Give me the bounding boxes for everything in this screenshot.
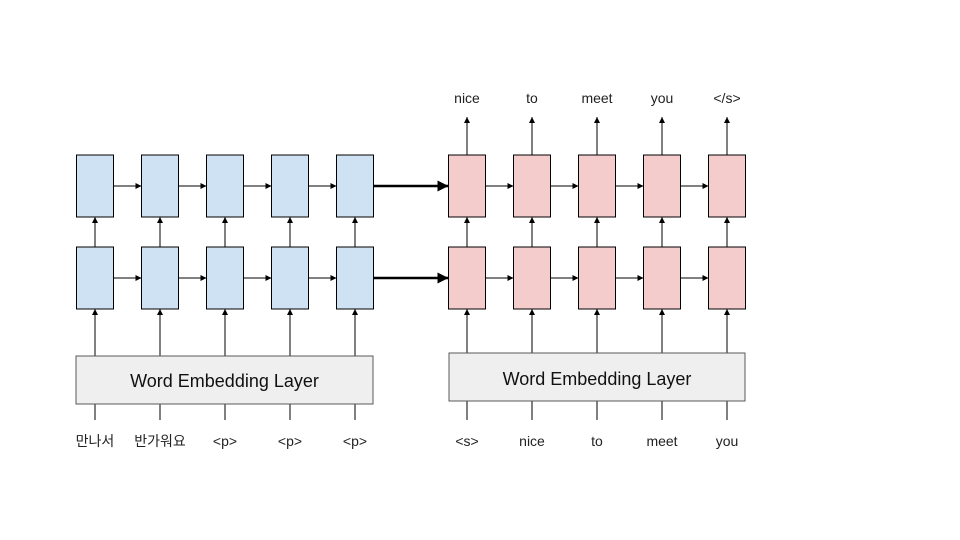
decoder-rnn-cell: [708, 154, 746, 218]
decoder-output-tokens: nice to meet you </s>: [454, 90, 740, 106]
encoder-rnn-cell: [271, 246, 309, 310]
encoder-embedding-layer: Word Embedding Layer: [75, 355, 374, 405]
encoder-rnn-cell: [76, 246, 114, 310]
encoder-rnn-cell: [141, 246, 179, 310]
decoder-output-token: meet: [581, 90, 612, 106]
encoder-rnn-cell: [76, 154, 114, 218]
decoder-input-token: <s>: [455, 433, 478, 449]
encoder-input-token: <p>: [278, 433, 302, 449]
decoder-rnn-cell: [513, 154, 551, 218]
decoder-rnn-cell: [513, 246, 551, 310]
decoder-input-token: you: [716, 433, 739, 449]
encoder-input-token: <p>: [213, 433, 237, 449]
encoder-input-token: 만나서: [76, 433, 115, 449]
decoder-rnn-cell: [578, 154, 616, 218]
decoder-output-token: to: [526, 90, 538, 106]
encoder-rnn-cell: [206, 154, 244, 218]
encoder-rnn-cell: [141, 154, 179, 218]
decoder-output-token: </s>: [713, 90, 740, 106]
decoder-rnn-cell: [448, 246, 486, 310]
encoder-input-token: 반가워요: [134, 433, 186, 449]
encoder-embedding-label: Word Embedding Layer: [130, 371, 319, 391]
decoder-input-token: meet: [646, 433, 677, 449]
decoder-input-token: to: [591, 433, 603, 449]
encoder-rnn-cell: [206, 246, 244, 310]
encoder-rnn-cell: [336, 246, 374, 310]
decoder-input-token: nice: [519, 433, 545, 449]
encoder-rnn-cell: [336, 154, 374, 218]
decoder-embedding-layer: Word Embedding Layer: [448, 352, 746, 402]
decoder-rnn-cell: [643, 246, 681, 310]
decoder-input-tokens: <s> nice to meet you: [455, 433, 738, 449]
connectors: [92, 117, 730, 420]
encoder-rnn-cell: [271, 154, 309, 218]
decoder-rnn-cell: [578, 246, 616, 310]
decoder-output-token: you: [651, 90, 674, 106]
decoder-embedding-label: Word Embedding Layer: [503, 369, 692, 389]
decoder-rnn-cell: [708, 246, 746, 310]
encoder-input-token: <p>: [343, 433, 367, 449]
decoder-rnn-cell: [643, 154, 681, 218]
decoder-output-token: nice: [454, 90, 480, 106]
decoder-rnn-cell: [448, 154, 486, 218]
rnn-cells: [76, 154, 746, 310]
encoder-input-tokens: 만나서 반가워요 <p> <p> <p>: [76, 433, 367, 449]
